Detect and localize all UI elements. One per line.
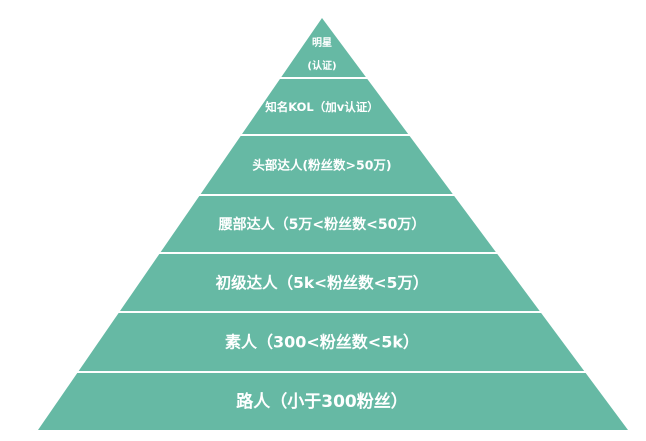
tier-sub-label: (认证) [307, 59, 336, 72]
pyramid-tier-3: 头部达人(粉丝数>50万) [252, 158, 391, 173]
pyramid-tier-6: 素人（300<粉丝数<5k） [225, 333, 419, 352]
tier-label: 初级达人（5k<粉丝数<5万） [216, 273, 429, 292]
tier-dividers [76, 77, 586, 373]
pyramid-body [38, 18, 628, 430]
tier-labels: 明星 (认证) 知名KOL（加v认证） 头部达人(粉丝数>50万) 腰部达人（5万<粉丝… [216, 37, 429, 412]
tier-label: 明星 [312, 37, 332, 49]
pyramid-tier-2: 知名KOL（加v认证） [264, 100, 379, 114]
pyramid-tier-7: 路人（小于300粉丝） [236, 391, 408, 412]
tier-label: 知名KOL（加v认证） [264, 100, 379, 114]
pyramid-tier-5: 初级达人（5k<粉丝数<5万） [216, 273, 429, 292]
tier-label: 腰部达人（5万<粉丝数<50万） [218, 216, 426, 233]
tier-label: 路人（小于300粉丝） [236, 391, 408, 412]
pyramid-tier-4: 腰部达人（5万<粉丝数<50万） [218, 216, 426, 233]
tier-label: 头部达人(粉丝数>50万) [252, 158, 391, 173]
pyramid-tier-1: 明星 (认证) [307, 37, 336, 72]
tier-label: 素人（300<粉丝数<5k） [225, 333, 419, 352]
